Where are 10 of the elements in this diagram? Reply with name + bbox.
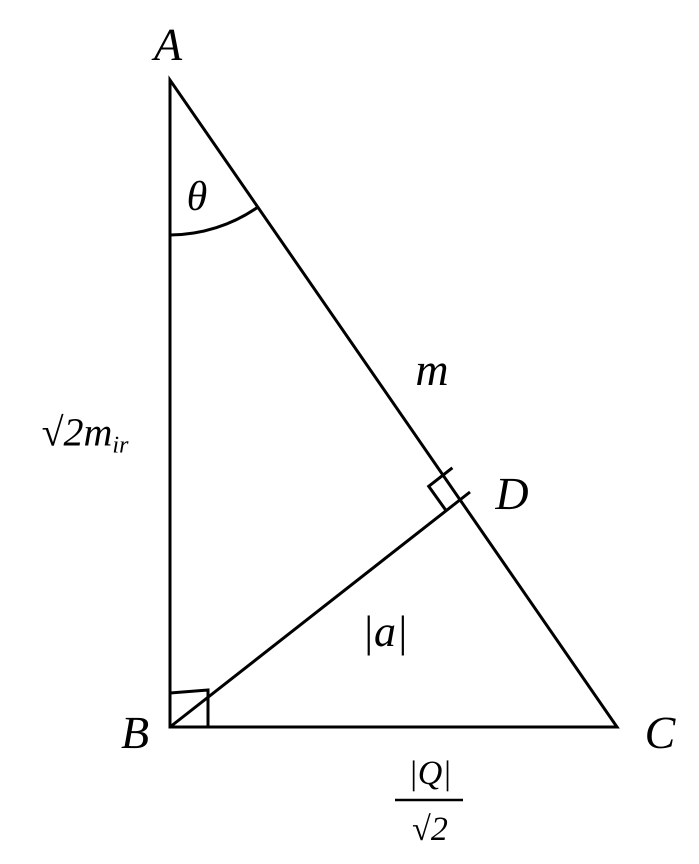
vertex-label: B — [120, 710, 150, 756]
side-label: m — [415, 347, 449, 393]
side-label: |a| — [362, 610, 408, 654]
vertex-label: D — [495, 471, 529, 517]
side-label: √2m$_{ir}$ — [42, 412, 128, 458]
vertex-label: C — [644, 710, 676, 756]
fraction-numerator: |Q| — [408, 757, 452, 791]
vertex-label: A — [154, 22, 182, 68]
angle-label: θ — [186, 176, 208, 218]
fraction-denominator: √2 — [412, 813, 448, 847]
